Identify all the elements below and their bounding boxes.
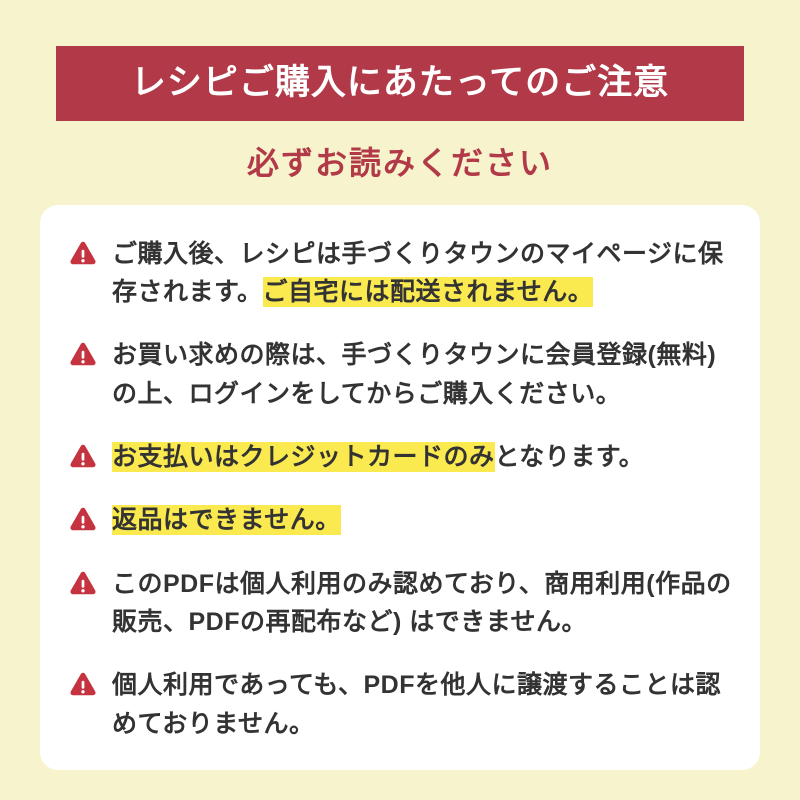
notice-item: お支払いはクレジットカードのみとなります。	[68, 438, 732, 477]
notice-text: お買い求めの際は、手づくりタウンに会員登録(無料)の上、ログインをしてからご購入…	[112, 336, 732, 414]
banner-title: レシピご購入にあたってのご注意	[130, 63, 670, 102]
notice-text: 個人利用であっても、PDFを他人に譲渡することは認めておりません。	[112, 666, 732, 744]
highlight-segment: お支払いはクレジットカードのみ	[112, 442, 495, 473]
text-segment: このPDFは個人利用のみ認めており、商用利用(作品の販売、PDFの再配布など) …	[112, 569, 732, 637]
notice-item: 返品はできません。	[68, 501, 732, 540]
warning-triangle-icon	[68, 340, 98, 370]
notice-text: お支払いはクレジットカードのみとなります。	[112, 438, 644, 477]
highlight-segment: ご自宅には配送されません。	[262, 277, 594, 308]
warning-triangle-icon	[68, 505, 98, 535]
notice-text: このPDFは個人利用のみ認めており、商用利用(作品の販売、PDFの再配布など) …	[112, 565, 732, 643]
notice-item: 個人利用であっても、PDFを他人に譲渡することは認めておりません。	[68, 666, 732, 744]
warning-triangle-icon	[68, 569, 98, 599]
warning-triangle-icon	[68, 442, 98, 472]
warning-triangle-icon	[68, 670, 98, 700]
text-segment: 個人利用であっても、PDFを他人に譲渡することは認めておりません。	[112, 671, 722, 739]
text-segment: となります。	[494, 443, 645, 472]
notice-item: このPDFは個人利用のみ認めており、商用利用(作品の販売、PDFの再配布など) …	[68, 565, 732, 643]
notice-item: ご購入後、レシピは手づくりタウンのマイページに保存されます。ご自宅には配送されま…	[68, 235, 732, 313]
text-segment: ご購入後、レシピは手づくりタウンのマイページに保存されます。	[112, 239, 724, 307]
notice-text: 返品はできません。	[112, 501, 341, 540]
notice-banner: レシピご購入にあたってのご注意	[56, 46, 744, 121]
notice-card: ご購入後、レシピは手づくりタウンのマイページに保存されます。ご自宅には配送されま…	[40, 204, 760, 770]
notice-text: ご購入後、レシピは手づくりタウンのマイページに保存されます。ご自宅には配送されま…	[112, 235, 732, 313]
highlight-segment: 返品はできません。	[112, 505, 341, 536]
text-segment: お買い求めの際は、手づくりタウンに会員登録(無料)の上、ログインをしてからご購入…	[112, 341, 717, 409]
notice-item: お買い求めの際は、手づくりタウンに会員登録(無料)の上、ログインをしてからご購入…	[68, 336, 732, 414]
warning-triangle-icon	[68, 239, 98, 269]
notice-subtitle: 必ずお読みください	[246, 144, 553, 181]
